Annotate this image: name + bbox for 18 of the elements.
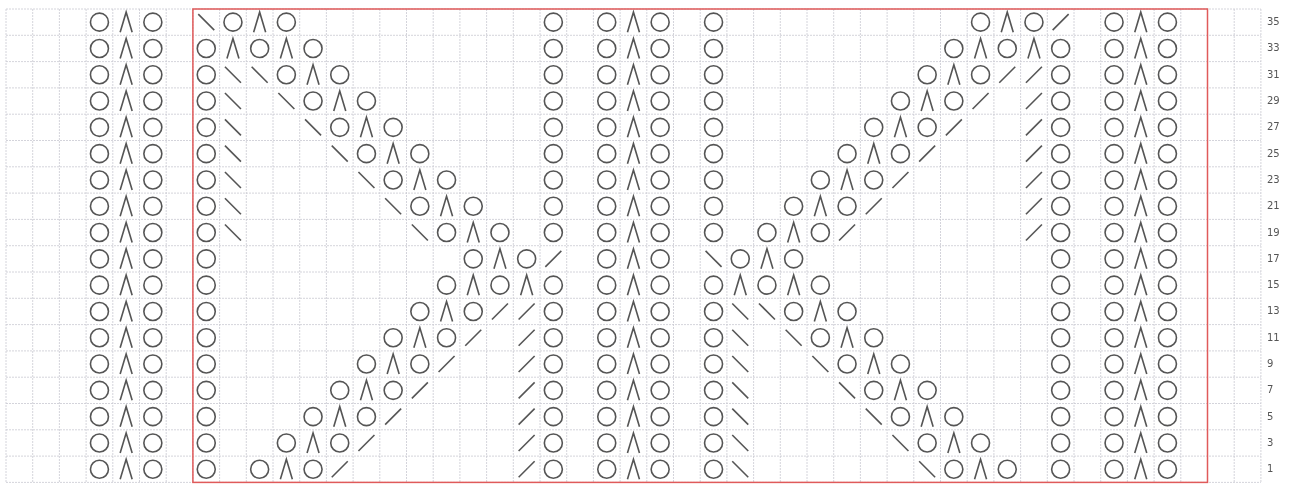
row-number: 27 <box>1266 121 1280 134</box>
row-number: 9 <box>1266 358 1274 371</box>
row-number: 15 <box>1266 279 1280 292</box>
row-number: 25 <box>1266 147 1280 160</box>
row-number: 11 <box>1266 331 1280 344</box>
row-number: 5 <box>1266 410 1274 423</box>
row-number: 35 <box>1266 16 1280 29</box>
row-number: 13 <box>1266 305 1280 318</box>
row-number: 1 <box>1266 463 1274 476</box>
row-number: 33 <box>1266 42 1280 55</box>
row-number: 21 <box>1266 200 1280 213</box>
row-number: 17 <box>1266 252 1280 265</box>
row-number: 19 <box>1266 226 1280 239</box>
row-number: 29 <box>1266 95 1280 108</box>
row-number: 3 <box>1266 436 1274 449</box>
row-number: 7 <box>1266 384 1274 397</box>
row-number: 31 <box>1266 68 1280 81</box>
row-number: 23 <box>1266 173 1280 186</box>
